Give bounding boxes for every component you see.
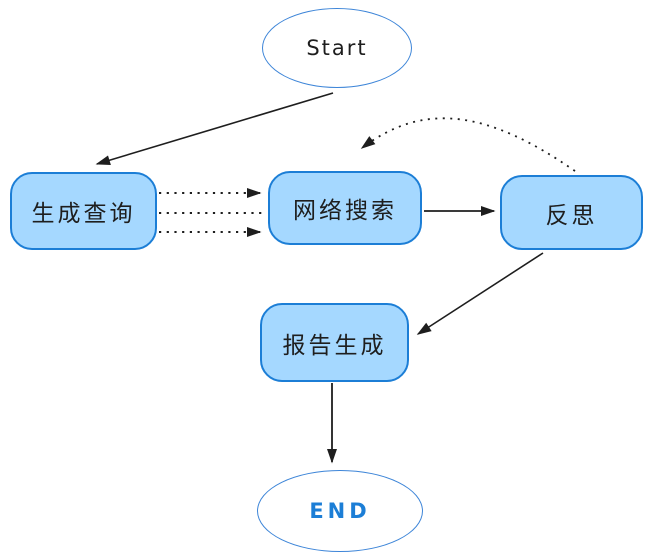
- node-report-generation: 报告生成: [260, 303, 409, 382]
- edge-reflection-to-report-generation: [416, 252, 544, 335]
- node-report-generation-label: 报告生成: [282, 332, 387, 359]
- node-generate-query: 生成查询: [10, 172, 157, 250]
- edge-reflection-to-web-search-feedback: [360, 117, 576, 172]
- node-start: Start: [262, 8, 412, 88]
- node-end-label: END: [309, 499, 371, 523]
- node-reflection-label: 反思: [545, 202, 598, 229]
- node-start-label: Start: [306, 36, 368, 60]
- node-end: END: [257, 470, 423, 552]
- node-generate-query-label: 生成查询: [31, 201, 136, 227]
- node-web-search-label: 网络搜索: [293, 198, 397, 224]
- node-reflection: 反思: [500, 175, 643, 250]
- node-web-search: 网络搜索: [268, 171, 422, 245]
- edge-start-to-generate-query: [95, 92, 334, 166]
